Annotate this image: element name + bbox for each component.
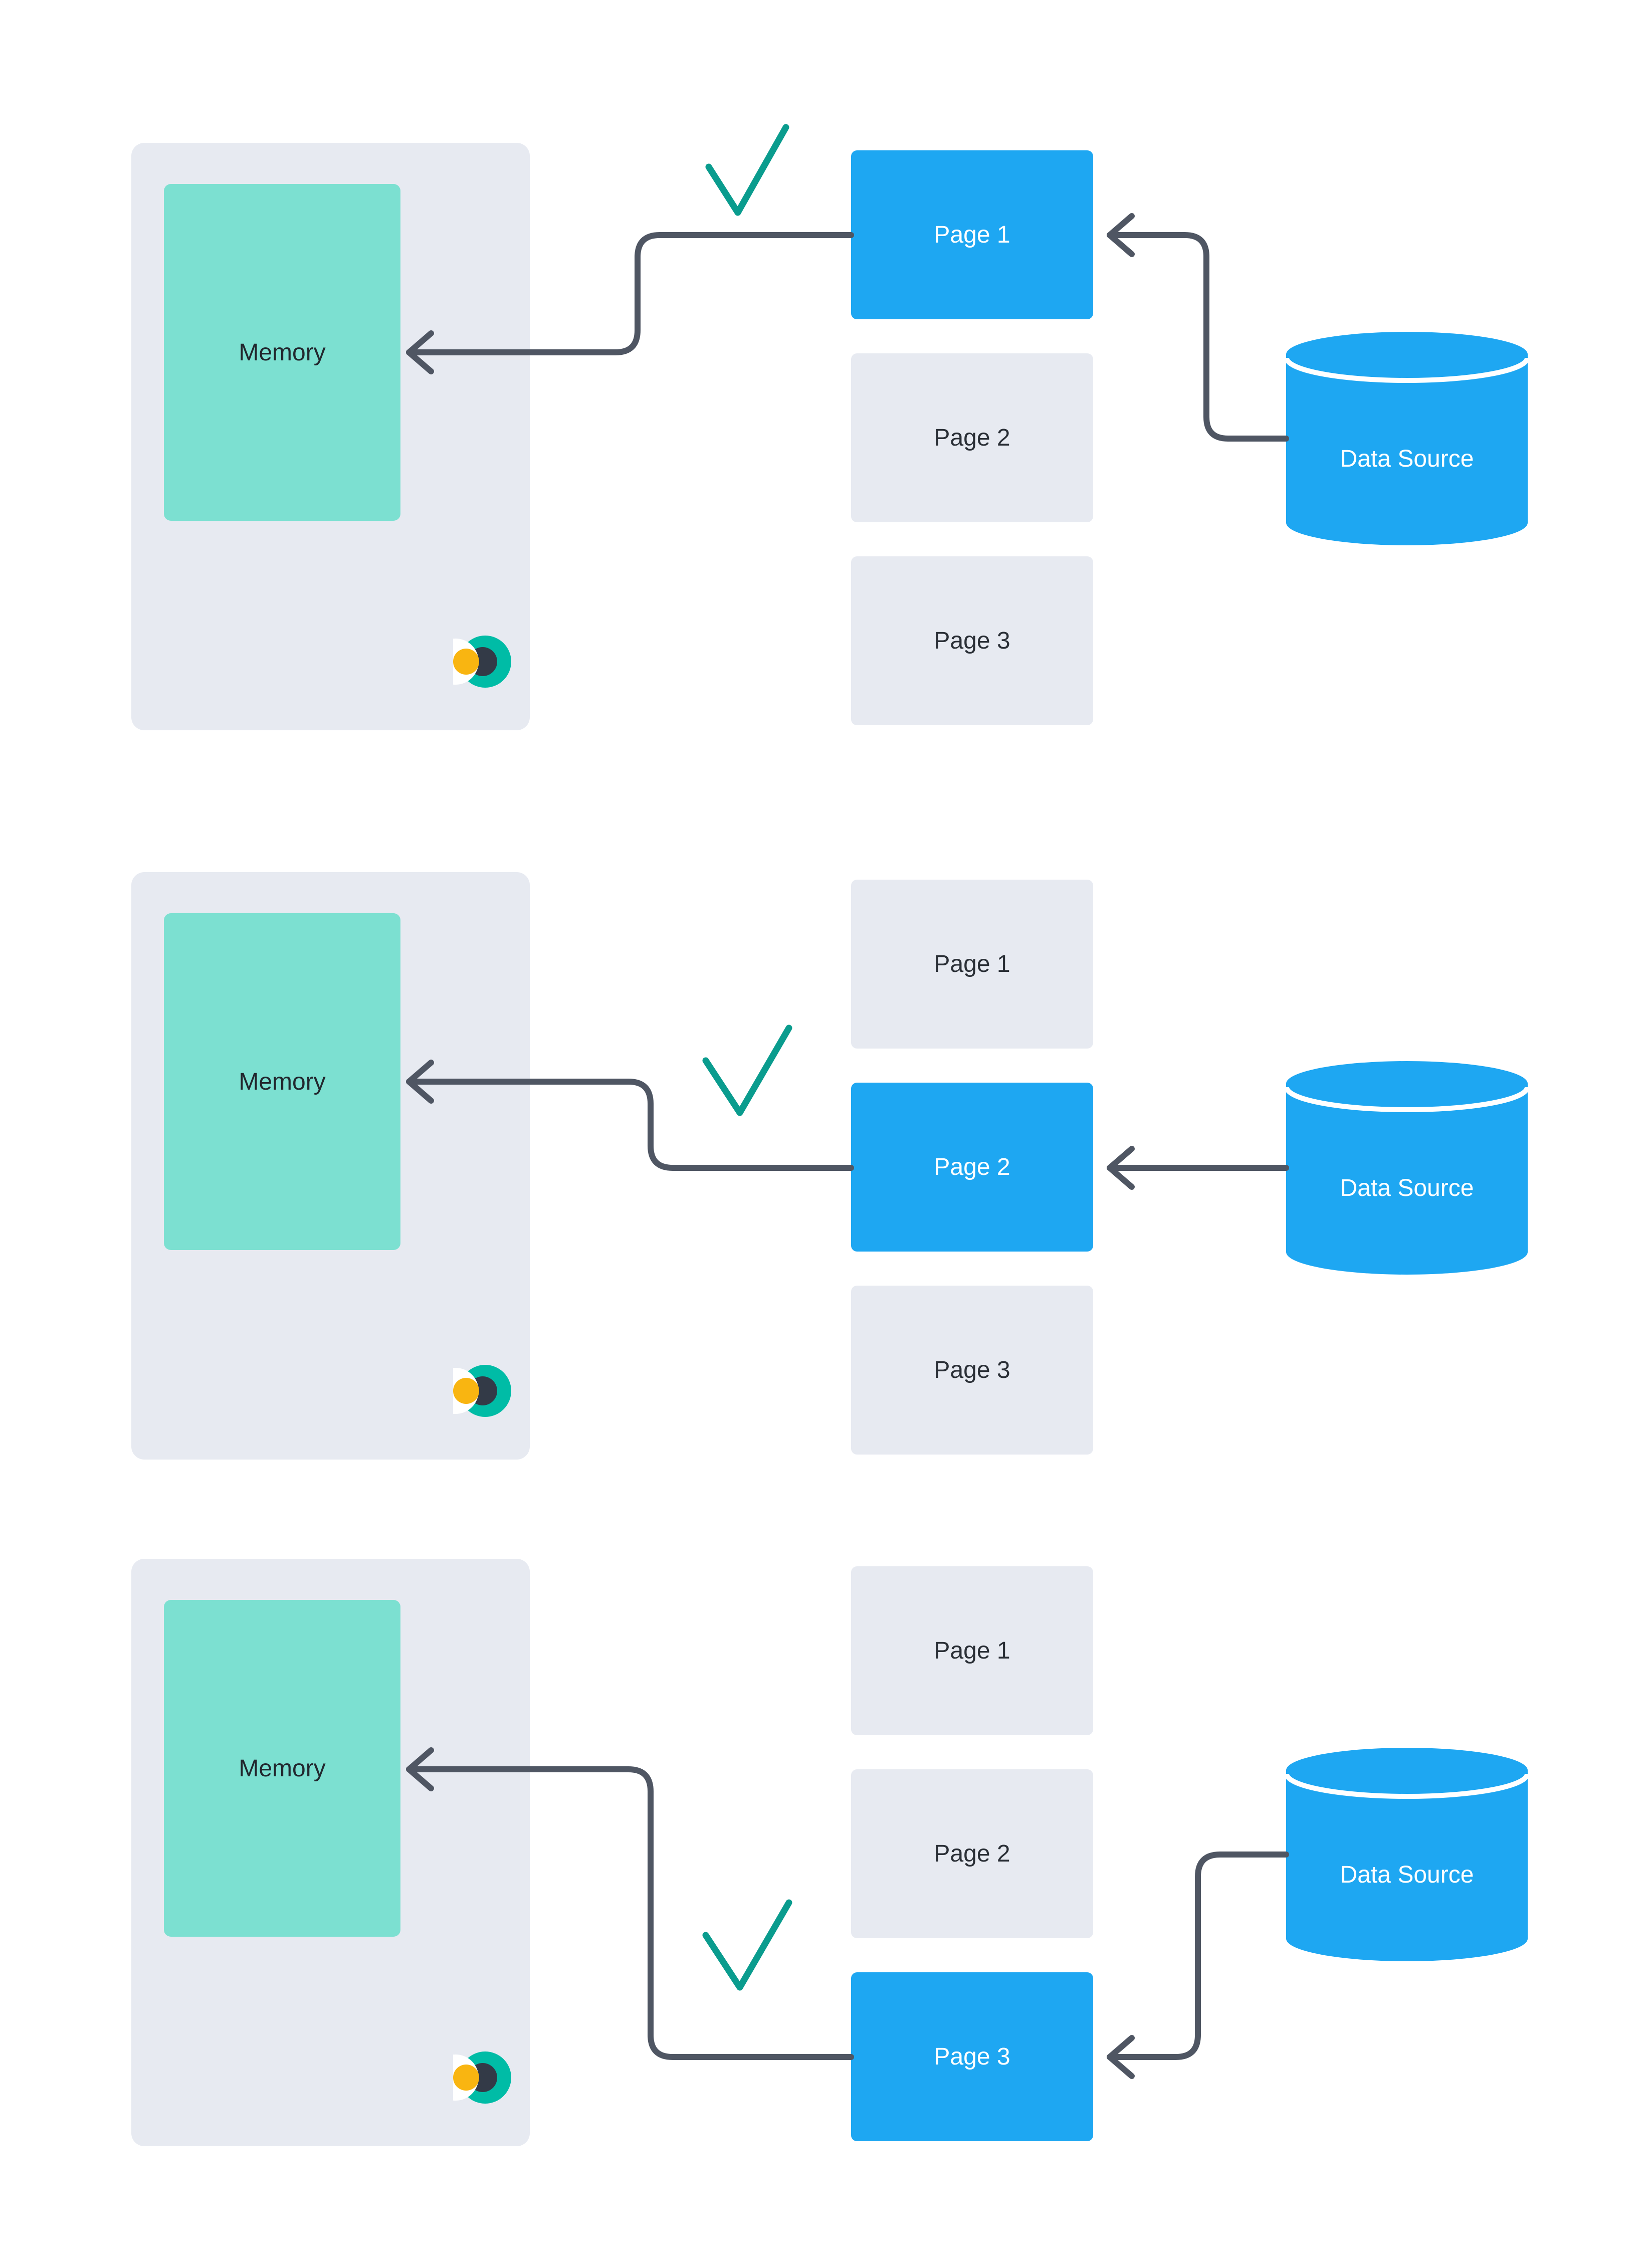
database-cylinder-icon [1286,1748,1528,1961]
page-label: Page 2 [934,1154,1010,1180]
checkmark-icon [702,1899,792,1991]
memory-box: Memory [164,184,400,521]
arrow-datasource-to-page1 [1107,232,1289,442]
memory-label: Memory [239,1755,326,1782]
page-label: Page 1 [934,1637,1010,1664]
arrow-left-icon [1107,1146,1135,1190]
database-cylinder-icon [1286,332,1528,545]
page-label: Page 1 [934,222,1010,248]
page-box: Page 2 [851,353,1093,522]
educative-logo-icon [453,1365,511,1417]
educative-logo-icon [453,636,511,688]
arrow-left-icon [1107,213,1135,257]
arrow-left-icon [1107,2035,1135,2079]
checkmark-icon [705,124,789,216]
memory-box: Memory [164,1600,400,1937]
page-label: Page 1 [934,951,1010,977]
checkmark-icon [702,1024,792,1116]
page-box: Page 3 [851,1286,1093,1455]
arrow-datasource-to-page3 [1107,1852,1289,2060]
page-box: Page 1 [851,880,1093,1049]
page-label: Page 3 [934,628,1010,654]
page-label: Page 3 [934,1357,1010,1383]
page-box: Page 2 [851,1083,1093,1252]
memory-label: Memory [239,339,326,366]
page-label: Page 2 [934,1840,1010,1867]
page-box: Page 2 [851,1769,1093,1938]
memory-label: Memory [239,1068,326,1095]
datasource-cylinder: Data Source [1286,1748,1528,1961]
page-box: Page 3 [851,1972,1093,2141]
memory-box: Memory [164,913,400,1250]
datasource-label: Data Source [1340,1175,1474,1201]
datasource-cylinder: Data Source [1286,332,1528,545]
page-box: Page 1 [851,150,1093,319]
page-box: Page 3 [851,556,1093,725]
datasource-cylinder: Data Source [1286,1061,1528,1275]
educative-logo-icon [453,2051,511,2104]
page-label: Page 3 [934,2043,1010,2070]
page-box: Page 1 [851,1566,1093,1735]
datasource-label: Data Source [1340,1862,1474,1888]
datasource-label: Data Source [1340,446,1474,472]
page-label: Page 2 [934,425,1010,451]
database-cylinder-icon [1286,1061,1528,1275]
